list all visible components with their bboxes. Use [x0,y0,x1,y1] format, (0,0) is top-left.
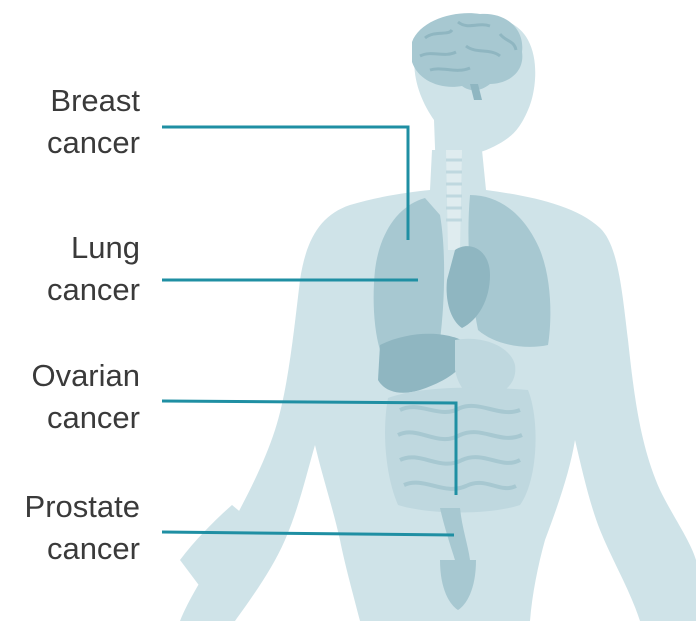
lung-cancer-label-line1: Lung [0,227,140,269]
ovarian-cancer-label-line1: Ovarian [0,355,140,397]
prostate-cancer-label-line1: Prostate [0,486,140,528]
breast-cancer-label: Breast cancer [0,80,140,164]
breast-cancer-label-line2: cancer [0,122,140,164]
ovarian-cancer-label: Ovarian cancer [0,355,140,439]
lung-cancer-label: Lung cancer [0,227,140,311]
prostate-cancer-label: Prostate cancer [0,486,140,570]
trachea-organ [446,150,462,250]
prostate-cancer-label-line2: cancer [0,528,140,570]
lung-cancer-label-line2: cancer [0,269,140,311]
breast-cancer-label-line1: Breast [0,80,140,122]
ovarian-cancer-label-line2: cancer [0,397,140,439]
